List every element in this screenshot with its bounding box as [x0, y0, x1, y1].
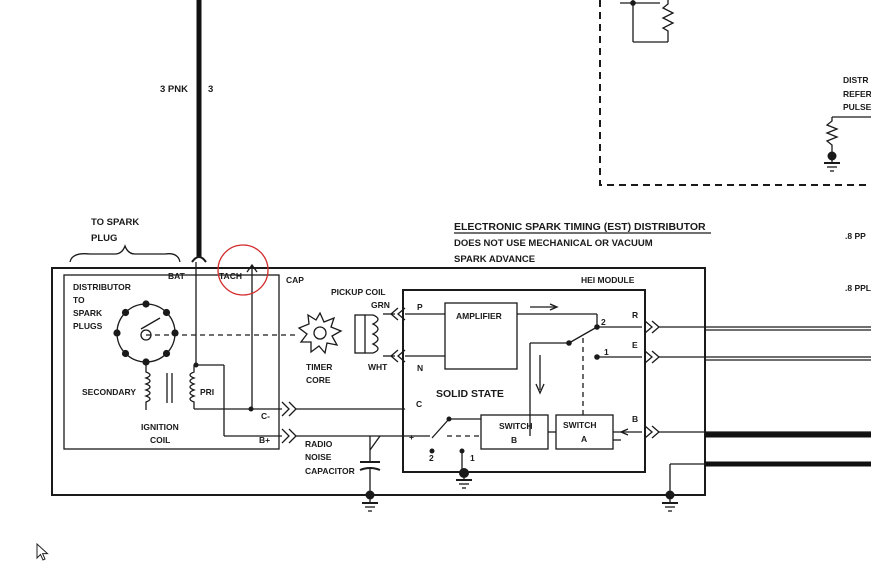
term-e-label: E	[632, 340, 638, 350]
spark-plug-brace	[69, 244, 181, 263]
distributor-rotor-icon	[113, 300, 179, 366]
b-plus-label: B+	[259, 435, 270, 445]
ignition-coil-label-1: IGNITION	[141, 422, 179, 432]
amplifier-label: AMPLIFIER	[456, 311, 502, 321]
wire-label-8ppl: .8 PPL	[845, 283, 871, 293]
radio-noise-label-1: RADIO	[305, 439, 333, 449]
switch-b-label-1: SWITCH	[499, 421, 533, 431]
dist-ref-label-3: PULSE	[843, 102, 871, 112]
est-line2: DOES NOT USE MECHANICAL OR VACUUM	[454, 238, 653, 249]
ground-icon-top-right	[824, 151, 840, 172]
timer-core-label-2: CORE	[306, 375, 331, 385]
term-n-label: N	[417, 363, 423, 373]
dist-ref-label-2: REFER	[843, 89, 871, 99]
ground-icon-right	[662, 490, 678, 512]
distributor-label-2: TO	[73, 295, 85, 305]
ground-icon-left	[362, 490, 378, 512]
timer-core-label-1: TIMER	[306, 362, 332, 372]
tach-label: TACH	[219, 271, 242, 281]
term-c-label: C	[416, 399, 422, 409]
tach-highlight-circle	[217, 244, 269, 296]
hei-module-box	[402, 289, 646, 473]
pickup-coil-label: PICKUP COIL	[331, 287, 386, 297]
timer-core-icon	[297, 311, 343, 355]
mouse-pointer-icon	[36, 543, 49, 561]
wire-label-3: 3	[208, 84, 213, 95]
ignition-coil-label-2: COIL	[150, 435, 170, 445]
distributor-coil-box	[63, 274, 280, 450]
cap-label: CAP	[286, 275, 304, 285]
distributor-label-3: SPARK	[73, 308, 103, 318]
resistor-icon-top	[661, 0, 675, 42]
pickup-coil-icon	[365, 314, 379, 354]
est-title: ELECTRONIC SPARK TIMING (EST) DISTRIBUTO…	[454, 221, 706, 233]
wht-label: WHT	[368, 362, 388, 372]
switch-a-label-2: A	[581, 434, 587, 444]
term-r-label: R	[632, 310, 638, 320]
grn-label: GRN	[371, 300, 390, 310]
amplifier-box	[444, 302, 518, 370]
hei-module-label: HEI MODULE	[581, 275, 635, 285]
primary-coil-icon	[189, 365, 196, 409]
resistor-icon-right	[825, 117, 839, 152]
upper-right-dashed-box	[599, 0, 871, 186]
est-line3: SPARK ADVANCE	[454, 254, 535, 265]
radio-noise-label-3: CAPACITOR	[305, 466, 355, 476]
distributor-label-4: PLUGS	[73, 321, 103, 331]
distributor-label-1: DISTRIBUTOR	[73, 282, 131, 292]
pri-label: PRI	[200, 387, 214, 397]
switch-b-label-2: B	[511, 435, 517, 445]
secondary-label: SECONDARY	[82, 387, 136, 397]
bat-connector	[191, 256, 207, 263]
dist-ref-label-1: DISTR	[843, 75, 869, 85]
wire-label-8pp: .8 PP	[845, 231, 866, 241]
sw-1-label: 1	[604, 347, 609, 357]
wire-label-3pnk: 3 PNK	[160, 84, 188, 95]
sw-2-label: 2	[601, 317, 606, 327]
to-spark-plug-label: TO SPARK	[91, 217, 139, 228]
secondary-coil-icon	[144, 362, 151, 410]
term-b-label: B	[632, 414, 638, 424]
distributor-outer-box	[51, 267, 706, 496]
bat-label: BAT	[168, 271, 186, 281]
ground-icon-module	[456, 468, 472, 489]
to-spark-plug-label-2: PLUG	[91, 233, 117, 244]
term-plus-label: +	[409, 432, 414, 442]
switch-a-label-1: SWITCH	[563, 420, 597, 430]
radio-noise-label-2: NOISE	[305, 452, 332, 462]
solid-state-label: SOLID STATE	[436, 388, 504, 400]
c-minus-label: C-	[261, 411, 270, 421]
term-p-label: P	[417, 302, 423, 312]
swb-1-label: 1	[470, 453, 475, 463]
swb-2-label: 2	[429, 453, 434, 463]
